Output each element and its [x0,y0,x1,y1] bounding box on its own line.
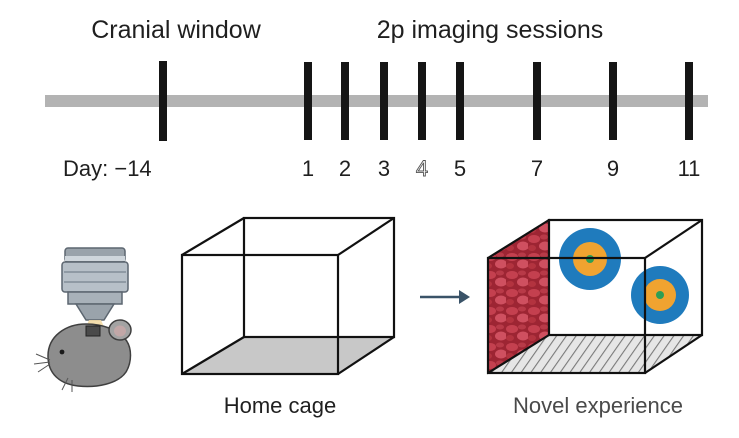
tick-day-2 [341,62,349,140]
home-cage-floor [182,337,394,374]
tick-day-1 [304,62,312,140]
tick-day-4 [418,62,426,140]
tick-day-minus-14 [159,61,167,141]
home-cage: Home cage [180,216,396,418]
microscope-objective-icon [61,247,129,334]
cranial-window-label: Cranial window [91,16,261,44]
day-label-3: 3 [378,156,390,181]
home-cage-label: Home cage [224,393,337,418]
day-label-5: 5 [454,156,466,181]
tick-day-9 [609,62,617,140]
day-prefix-label: Day: −14 [63,156,152,181]
imaging-sessions-label: 2p imaging sessions [377,16,604,44]
day-label-7: 7 [531,156,543,181]
novel-experience-label: Novel experience [513,393,683,418]
timeline: Cranial window 2p imaging sessions Day: … [45,16,708,181]
tick-day-5 [456,62,464,140]
striped-floor [488,335,702,373]
day-label-2: 2 [339,156,351,181]
arrow-right-icon [420,290,470,304]
day-label-1: 1 [302,156,314,181]
target-marker-side-wall [631,266,689,324]
novel-environment-cage: Novel experience [486,218,704,418]
day-label-11: 11 [678,156,701,181]
tick-day-11 [685,62,693,140]
timeline-bar [45,95,708,107]
tick-day-3 [380,62,388,140]
day-label-9: 9 [607,156,619,181]
tick-day-7 [533,62,541,140]
day-label-4-highlighted: 4 [416,156,428,181]
mouse-icon [33,319,132,392]
